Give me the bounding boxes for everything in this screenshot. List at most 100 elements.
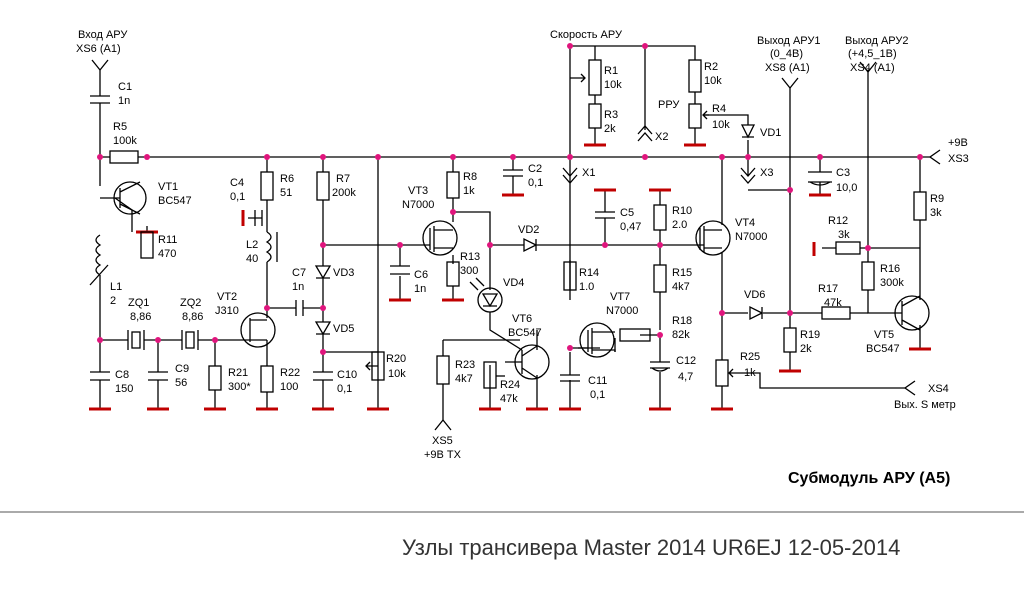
xs4bot-line1: XS4 <box>928 383 949 395</box>
c5-value: 0,47 <box>620 221 641 233</box>
vd6-label: VD6 <box>744 289 765 301</box>
r12-label: R12 <box>828 215 848 227</box>
vd1-label: VD1 <box>760 127 781 139</box>
components <box>89 59 930 393</box>
vd2-label: VD2 <box>518 224 539 236</box>
c11-label: C11 <box>588 375 607 387</box>
zq2-value: 8,86 <box>182 311 203 323</box>
c10-label: C10 <box>337 369 357 381</box>
zq2-label: ZQ2 <box>180 297 201 309</box>
l2-label: L2 <box>246 239 258 251</box>
r23-value: 4k7 <box>455 373 473 385</box>
r2-value: 10k <box>704 75 722 87</box>
r5-label: R5 <box>113 121 127 133</box>
junction-dots <box>97 43 923 355</box>
x3-label: X3 <box>760 167 773 179</box>
r4-value: 10k <box>712 119 730 131</box>
vt4-value: N7000 <box>735 231 767 243</box>
r2-label: R2 <box>704 61 718 73</box>
r18-label: R18 <box>672 315 692 327</box>
r22-value: 100 <box>280 381 298 393</box>
vt2-value: J310 <box>215 305 239 317</box>
vt4-label: VT4 <box>735 217 755 229</box>
x2-label: X2 <box>655 131 668 143</box>
r21-value: 300* <box>228 381 251 393</box>
r20-value: 10k <box>388 368 406 380</box>
xs5-line1: XS5 <box>432 435 453 447</box>
speed-label: Скорость АРУ <box>550 29 623 41</box>
r12-value: 3k <box>838 229 850 241</box>
wires <box>99 45 930 420</box>
c10-value: 0,1 <box>337 383 352 395</box>
vt1-value: BC547 <box>158 195 192 207</box>
c8-value: 150 <box>115 383 133 395</box>
r16-value: 300k <box>880 277 904 289</box>
r7-label: R7 <box>336 173 350 185</box>
vt5-label: VT5 <box>874 329 894 341</box>
r16-label: R16 <box>880 263 900 275</box>
xs5-line2: +9В TX <box>424 449 462 461</box>
c4-label: C4 <box>230 177 244 189</box>
vt5-value: BC547 <box>866 343 900 355</box>
r7-value: 200k <box>332 187 356 199</box>
xs4top-line2: (+4,5_1В) <box>848 48 897 60</box>
vt1-label: VT1 <box>158 181 178 193</box>
c3-label: C3 <box>836 167 850 179</box>
c2-label: C2 <box>528 163 542 175</box>
vt2-label: VT2 <box>217 291 237 303</box>
c11-value: 0,1 <box>590 389 605 401</box>
c1-value: 1n <box>118 95 130 107</box>
xs4bot-line2: Вых. S метр <box>894 399 956 411</box>
r5-value: 100k <box>113 135 137 147</box>
r9-value: 3k <box>930 207 942 219</box>
c12-value: 4,7 <box>678 371 693 383</box>
r10-value: 2.0 <box>672 219 687 231</box>
c5-label: C5 <box>620 207 634 219</box>
c2-value: 0,1 <box>528 177 543 189</box>
r19-value: 2k <box>800 343 812 355</box>
r4-label: R4 <box>712 103 726 115</box>
vd5-label: VD5 <box>333 323 354 335</box>
vt7-label: VT7 <box>610 291 630 303</box>
r3-label: R3 <box>604 109 618 121</box>
r17-label: R17 <box>818 283 838 295</box>
r25-label: R25 <box>740 351 760 363</box>
r8-label: R8 <box>463 171 477 183</box>
xs4top-line3: XS4 (A1) <box>850 62 895 74</box>
zq1-label: ZQ1 <box>128 297 149 309</box>
r24-label: R24 <box>500 379 520 391</box>
r11-value: 470 <box>158 248 176 260</box>
vd4-label: VD4 <box>503 277 524 289</box>
vt6-value: BC547 <box>508 327 542 339</box>
r6-label: R6 <box>280 173 294 185</box>
l2-value: 40 <box>246 253 258 265</box>
c7-label: C7 <box>292 267 306 279</box>
component-labels: C1 1n R5 100k VT1 BC547 R11 470 L1 2 ZQ1… <box>110 61 944 405</box>
r15-value: 4k7 <box>672 281 690 293</box>
c6-value: 1n <box>414 283 426 295</box>
r13-label: R13 <box>460 251 480 263</box>
ground-symbols <box>89 143 931 411</box>
vt7-value: N7000 <box>606 305 638 317</box>
c12-label: C12 <box>676 355 696 367</box>
r24-value: 47k <box>500 393 518 405</box>
r25-value: 1k <box>744 367 756 379</box>
l1-value: 2 <box>110 295 116 307</box>
xs3-line1: +9В <box>948 137 968 149</box>
r20-label: R20 <box>386 353 406 365</box>
vt3-label: VT3 <box>408 185 428 197</box>
c3-value: 10,0 <box>836 182 857 194</box>
vt6-label: VT6 <box>512 313 532 325</box>
r18-value: 82k <box>672 329 690 341</box>
xs8-line2: (0_4В) <box>770 48 803 60</box>
vd3-label: VD3 <box>333 267 354 279</box>
r8-value: 1k <box>463 185 475 197</box>
l1-label: L1 <box>110 281 122 293</box>
r9-label: R9 <box>930 193 944 205</box>
r3-value: 2k <box>604 123 616 135</box>
r15-label: R15 <box>672 267 692 279</box>
c4-value: 0,1 <box>230 191 245 203</box>
r19-label: R19 <box>800 329 820 341</box>
xs6-line1: Вход АРУ <box>78 29 128 41</box>
